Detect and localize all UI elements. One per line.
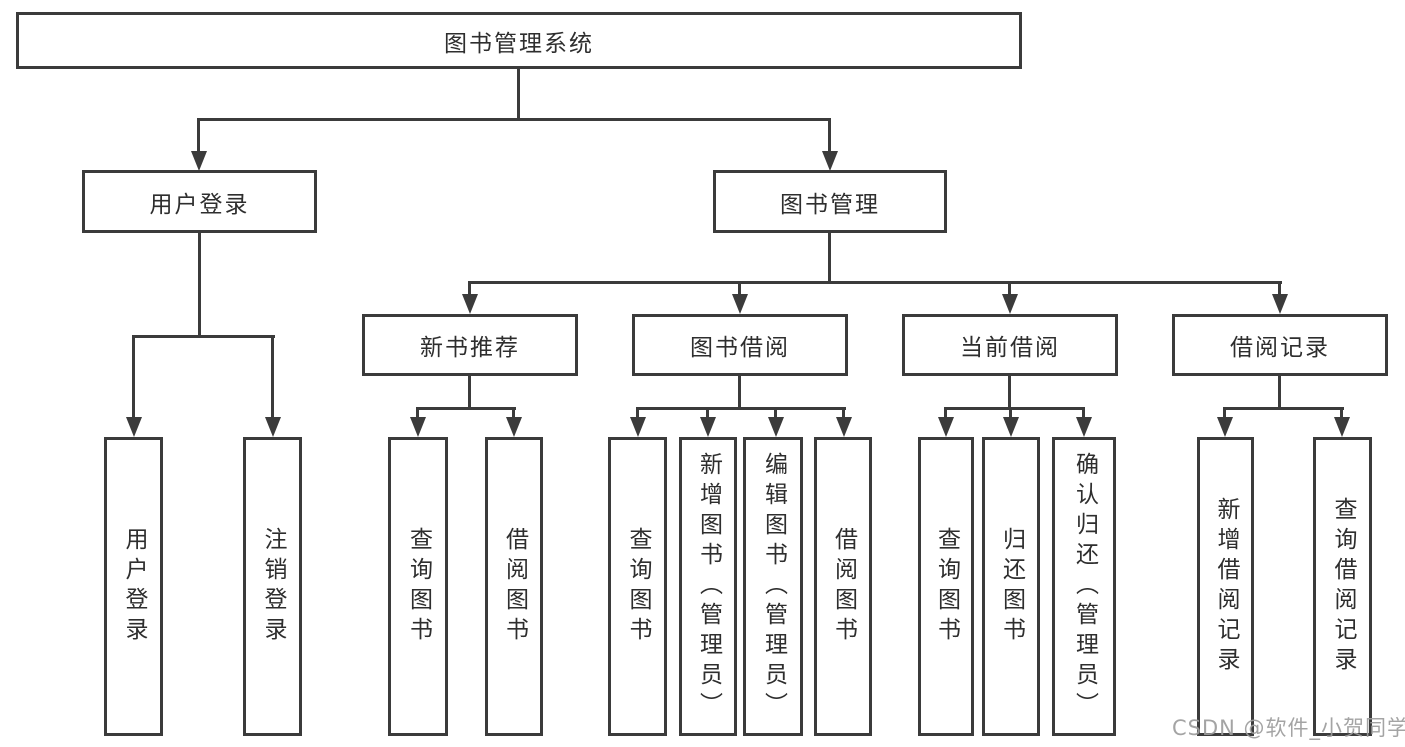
node-label: 查询图书	[933, 526, 960, 647]
node-label: 归还图书	[998, 526, 1025, 647]
node-label: 借阅图书	[501, 526, 528, 647]
connector-line	[468, 281, 1282, 284]
connector-line	[1008, 376, 1011, 409]
arrow-down-icon	[1217, 417, 1233, 437]
connector-line	[1082, 407, 1085, 419]
node-current-borrow: 当前借阅	[902, 314, 1118, 376]
connector-line	[197, 118, 831, 121]
arrow-down-icon	[1003, 417, 1019, 437]
arrow-down-icon	[462, 294, 478, 314]
connector-line	[468, 281, 471, 297]
connector-line	[636, 407, 846, 410]
node-label: 查询图书	[405, 526, 432, 647]
connector-line	[738, 376, 741, 409]
connector-line	[468, 376, 471, 409]
node-label: 图书管理	[780, 191, 880, 218]
arrow-down-icon	[265, 417, 281, 437]
leaf-cb-return-books: 归还图书	[982, 437, 1040, 736]
node-label: 确认归还（管理员）	[1071, 451, 1098, 722]
leaf-bb-add-books-admin: 新增图书（管理员）	[679, 437, 737, 736]
arrow-down-icon	[1272, 294, 1288, 314]
connector-line	[271, 335, 274, 419]
connector-line	[842, 407, 845, 419]
node-label: 新增借阅记录	[1213, 496, 1239, 677]
connector-line	[944, 407, 1085, 410]
connector-line	[828, 118, 831, 154]
connector-line	[132, 335, 135, 419]
node-user-login: 用户登录	[82, 170, 317, 233]
arrow-down-icon	[126, 417, 142, 437]
leaf-cb-confirm-return-admin: 确认归还（管理员）	[1052, 437, 1116, 736]
arrow-down-icon	[506, 417, 522, 437]
connector-line	[517, 69, 520, 121]
leaf-bb-borrow-books: 借阅图书	[814, 437, 872, 736]
connector-line	[774, 407, 777, 419]
leaf-br-add-record: 新增借阅记录	[1197, 437, 1254, 736]
leaf-nb-borrow-books: 借阅图书	[485, 437, 543, 736]
arrow-down-icon	[732, 294, 748, 314]
connector-line	[1278, 281, 1281, 297]
leaf-bb-query-books: 查询图书	[608, 437, 667, 736]
connector-line	[132, 335, 275, 338]
node-book-management: 图书管理	[713, 170, 947, 233]
connector-line	[416, 407, 516, 410]
arrow-down-icon	[938, 417, 954, 437]
node-label: 用户登录	[121, 526, 147, 647]
node-label: 查询借阅记录	[1330, 496, 1356, 677]
node-label: 用户登录	[149, 191, 250, 218]
leaf-user-login: 用户登录	[104, 437, 163, 736]
arrow-down-icon	[822, 151, 838, 171]
connector-line	[1009, 407, 1012, 419]
node-label: 新增图书（管理员）	[695, 451, 722, 722]
arrow-down-icon	[700, 417, 716, 437]
connector-line	[944, 407, 947, 419]
node-label: 新书推荐	[420, 335, 520, 361]
arrow-down-icon	[1076, 417, 1092, 437]
arrow-down-icon	[768, 417, 784, 437]
connector-line	[706, 407, 709, 419]
connector-line	[1008, 281, 1011, 297]
connector-line	[1223, 407, 1226, 419]
leaf-logout: 注销登录	[243, 437, 302, 736]
node-root: 图书管理系统	[16, 12, 1022, 69]
connector-line	[828, 233, 831, 283]
node-label: 编辑图书（管理员）	[760, 451, 787, 722]
arrow-down-icon	[630, 417, 646, 437]
arrow-down-icon	[1334, 417, 1350, 437]
connector-line	[198, 233, 201, 337]
leaf-bb-edit-books-admin: 编辑图书（管理员）	[743, 437, 803, 736]
connector-line	[1278, 376, 1281, 409]
node-book-borrow: 图书借阅	[632, 314, 848, 376]
node-label: 借阅图书	[830, 526, 857, 647]
arrow-down-icon	[191, 151, 207, 171]
leaf-cb-query-books: 查询图书	[918, 437, 974, 736]
connector-line	[1340, 407, 1343, 419]
node-label: 当前借阅	[960, 335, 1060, 361]
connector-line	[416, 407, 419, 419]
connector-line	[1223, 407, 1344, 410]
arrow-down-icon	[410, 417, 426, 437]
node-label: 注销登录	[260, 526, 286, 647]
arrow-down-icon	[1002, 294, 1018, 314]
connector-line	[738, 281, 741, 297]
node-new-book-recommend: 新书推荐	[362, 314, 578, 376]
node-label: 查询图书	[625, 526, 651, 647]
arrow-down-icon	[836, 417, 852, 437]
node-borrow-records: 借阅记录	[1172, 314, 1388, 376]
csdn-watermark: CSDN @软件_小贺同学	[1172, 716, 1405, 740]
leaf-br-query-record: 查询借阅记录	[1313, 437, 1372, 736]
leaf-nb-query-books: 查询图书	[388, 437, 448, 736]
connector-line	[197, 118, 200, 154]
node-label: 借阅记录	[1230, 335, 1330, 361]
node-label: 图书借阅	[690, 335, 790, 361]
connector-line	[636, 407, 639, 419]
connector-line	[512, 407, 515, 419]
node-label: 图书管理系统	[444, 30, 594, 57]
